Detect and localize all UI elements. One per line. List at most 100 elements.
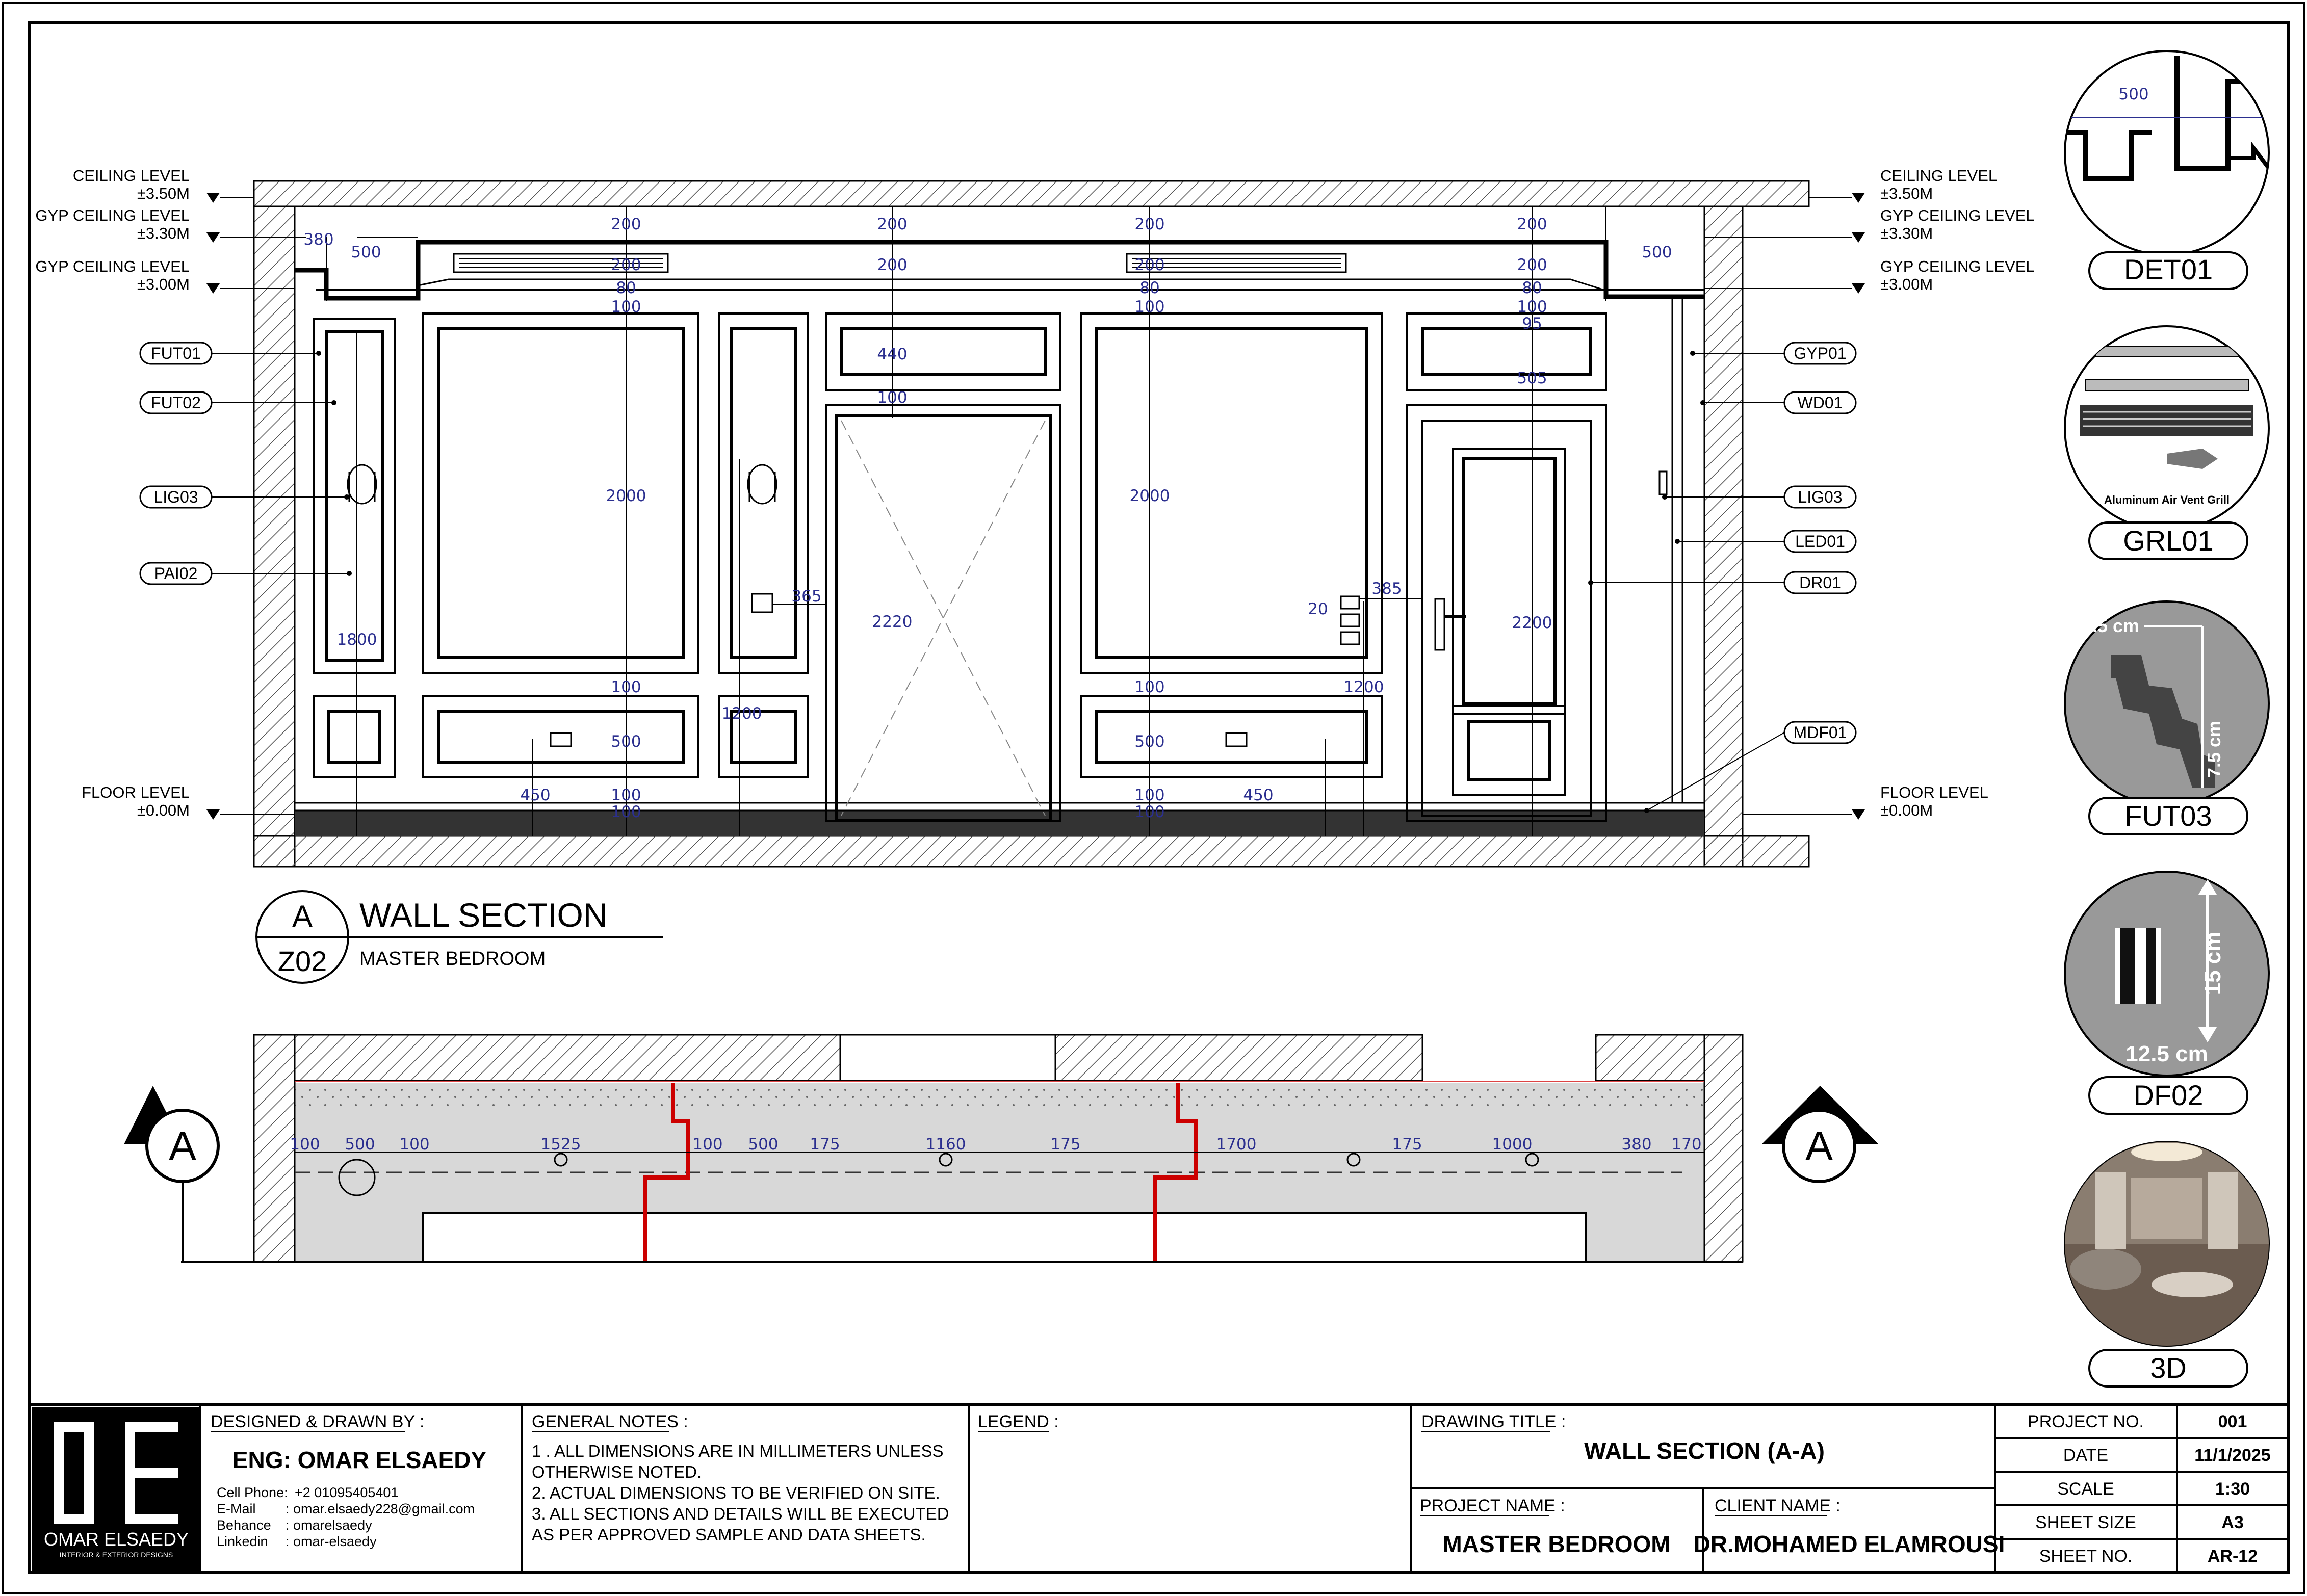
note-line: AS PER APPROVED SAMPLE AND DATA SHEETS.	[532, 1525, 926, 1544]
door-top-panel	[825, 312, 1061, 391]
section-title: A Z02 WALL SECTION MASTER BEDROOM	[255, 890, 663, 984]
detail-fut03: 4.5 cm 7.5 cm FUT03	[2064, 600, 2270, 835]
levels-right: CEILING LEVEL ±3.50M GYP CEILING LEVEL ±…	[1704, 167, 2035, 820]
info-key: PROJECT NO.	[2028, 1412, 2144, 1431]
contact-key: E-Mail	[217, 1501, 256, 1516]
legend-label: LEGEND :	[978, 1412, 1059, 1431]
dimension-label: 1200	[1344, 678, 1384, 696]
material-tag-label: LIG03	[153, 488, 198, 506]
project-name-label: PROJECT NAME :	[1420, 1496, 1565, 1515]
material-tag-label: PAI02	[154, 564, 198, 583]
level-arrow-icon	[206, 193, 220, 203]
info-value: A3	[2221, 1513, 2243, 1532]
wall-panel	[1080, 312, 1383, 674]
contact-key: Behance	[217, 1517, 271, 1533]
dimension-label: 100	[611, 298, 641, 316]
detail-label: FUT03	[2124, 800, 2212, 832]
dimension-label: 200	[611, 256, 641, 274]
level-value: ±3.30M	[137, 224, 190, 242]
plan-dimension-label: 1700	[1216, 1135, 1257, 1154]
material-tag-label: FUT01	[151, 344, 201, 362]
wall-panel	[718, 695, 809, 778]
plan-dimension-label: 170	[1671, 1135, 1701, 1154]
level-value: ±3.30M	[1880, 224, 1933, 242]
material-tag: WD01	[1700, 391, 1857, 414]
levels-left: CEILING LEVEL ±3.50M GYP CEILING LEVEL ±…	[35, 167, 306, 820]
dimension-label: 450	[1243, 786, 1273, 804]
wall-panel	[313, 695, 396, 778]
detail-dim: 15 cm	[2200, 932, 2225, 996]
dimension-label: 500	[351, 243, 381, 261]
plan-red-partition	[643, 1083, 690, 1262]
dimension-label: 440	[877, 345, 907, 363]
contact-key: Cell Phone:	[217, 1485, 288, 1500]
dimension-label: 450	[520, 786, 550, 804]
dimension-label: 1800	[337, 631, 377, 649]
plan-light-icon	[338, 1153, 1539, 1196]
door-frame	[1406, 404, 1607, 822]
switch	[1340, 613, 1360, 627]
level-name: GYP CEILING LEVEL	[35, 206, 190, 224]
section-subtitle: MASTER BEDROOM	[359, 948, 546, 970]
floor-finish	[295, 810, 1704, 836]
plan-red-partition	[1153, 1083, 1198, 1262]
plan-dimension-label: 100	[290, 1135, 320, 1154]
material-tag-label: LIG03	[1798, 488, 1842, 506]
logo-mark-icon	[54, 1422, 178, 1524]
dimension-label: 365	[791, 587, 821, 606]
material-tag-label: DR01	[1799, 573, 1841, 592]
logo-subtitle: INTERIOR & EXTERIOR DESIGNS	[60, 1551, 173, 1559]
material-tag: FUT02	[139, 391, 336, 414]
info-value: 11/1/2025	[2194, 1446, 2270, 1465]
dimension-label: 1200	[722, 704, 762, 723]
detail-3d: 3D	[2064, 1141, 2270, 1388]
level-name: CEILING LEVEL	[73, 167, 190, 185]
dimension-label: 100	[611, 803, 641, 821]
material-tag: FUT01	[139, 342, 321, 365]
material-tag: PAI02	[139, 562, 352, 585]
plan-dimension-label: 100	[692, 1135, 722, 1154]
client-name-label: CLIENT NAME :	[1715, 1496, 1841, 1515]
section-letter: A	[292, 899, 313, 933]
door-opening	[825, 404, 1061, 822]
level-value: ±3.00M	[137, 275, 190, 293]
info-value: 001	[2218, 1412, 2247, 1431]
level-name: GYP CEILING LEVEL	[1880, 257, 2035, 275]
ceiling-slab	[253, 180, 1810, 207]
dimension-label: 100	[611, 678, 641, 696]
info-value: 1:30	[2215, 1479, 2250, 1499]
section-sheet: Z02	[278, 945, 327, 977]
material-tag: LED01	[1675, 530, 1857, 553]
plan-dimension-label: 1525	[541, 1135, 581, 1154]
material-tag: LIG03	[139, 485, 349, 509]
plan-dimension-label: 175	[810, 1135, 840, 1154]
side-panel	[1671, 297, 1683, 804]
level-value: ±3.50M	[1880, 185, 1933, 202]
contact-key: Linkedin	[217, 1534, 268, 1549]
section-marker-left: A	[124, 1086, 220, 1262]
note-line: 2. ACTUAL DIMENSIONS TO BE VERIFIED ON S…	[532, 1483, 940, 1502]
dimension-label: 200	[1134, 256, 1164, 274]
level-value: ±3.00M	[1880, 275, 1933, 293]
door-leaf	[1421, 420, 1592, 817]
switch	[1340, 631, 1360, 645]
level-name: CEILING LEVEL	[1880, 167, 1997, 185]
plan-dotted-zone	[295, 1083, 1704, 1106]
detail-caption: Aluminum Air Vent Grill	[2104, 493, 2230, 506]
material-tag-label: GYP01	[1794, 344, 1846, 362]
info-key: SHEET NO.	[2039, 1547, 2133, 1566]
section-marker-letter: A	[1805, 1123, 1833, 1168]
detail-df02: 15 cm 12.5 cm DF02	[2064, 871, 2270, 1115]
detail-det01: 500 DET01	[2064, 50, 2270, 290]
dimension-label: 200	[1517, 215, 1547, 233]
note-line: 1 . ALL DIMENSIONS ARE IN MILLIMETERS UN…	[532, 1442, 944, 1460]
wall-panel	[718, 312, 809, 674]
level-arrow-icon	[1852, 809, 1865, 820]
contact-value: : omarelsaedy	[286, 1517, 372, 1533]
detail-dim: 500	[2118, 85, 2148, 103]
skirting	[294, 802, 1705, 812]
note-line: 3. ALL SECTIONS AND DETAILS WILL BE EXEC…	[532, 1504, 949, 1523]
plan-dimension-label: 500	[748, 1135, 778, 1154]
wall-sconce	[747, 464, 777, 505]
